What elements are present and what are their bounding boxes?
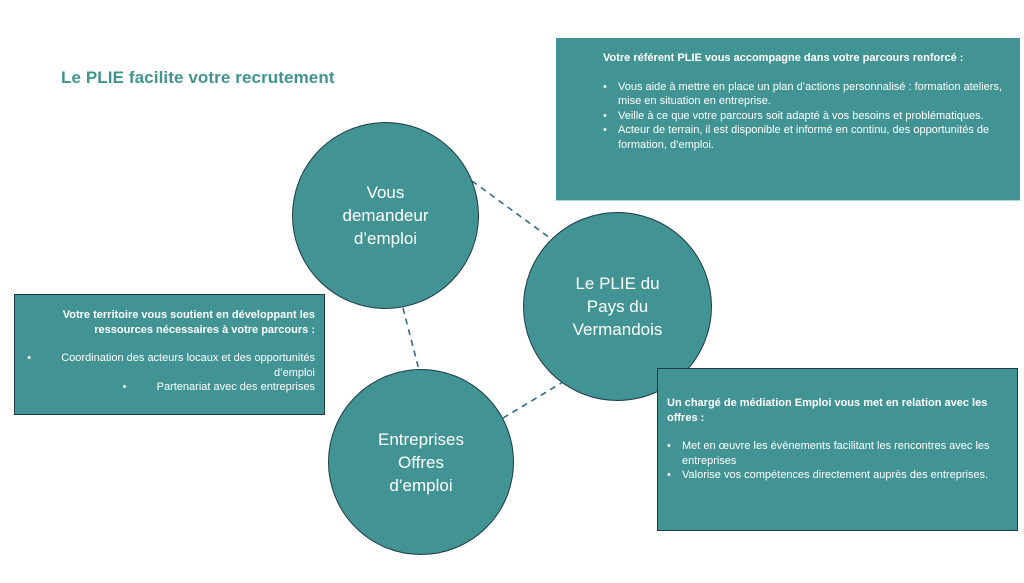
referent-list: Vous aide à mettre en place un plan d’ac… bbox=[603, 80, 1008, 153]
list-item: •Partenariat avec des entreprises bbox=[122, 381, 315, 393]
bullet-icon: • bbox=[122, 381, 127, 393]
connector-jobseeker-companies bbox=[402, 307, 420, 371]
circle-job-seeker: Vous demandeur d’emploi bbox=[292, 122, 479, 309]
territory-heading: Votre territoire vous soutient en dévelo… bbox=[62, 309, 315, 336]
referent-box: Votre référent PLIE vous accompagne dans… bbox=[556, 38, 1020, 201]
circle-plie: Le PLIE du Pays du Vermandois bbox=[523, 212, 712, 401]
list-item: •Coordination des acteurs locaux et des … bbox=[27, 352, 315, 379]
mediation-box: Un chargé de médiation Emploi vous met e… bbox=[657, 368, 1018, 531]
territory-list: •Coordination des acteurs locaux et des … bbox=[24, 351, 315, 395]
referent-heading: Votre référent PLIE vous accompagne dans… bbox=[603, 52, 964, 64]
circle-companies-label: Entreprises Offres d’emploi bbox=[378, 429, 464, 495]
territory-box: Votre territoire vous soutient en dévelo… bbox=[14, 294, 325, 415]
circle-plie-label: Le PLIE du Pays du Vermandois bbox=[572, 274, 663, 339]
list-item: Acteur de terrain, il est disponible et … bbox=[603, 123, 1008, 152]
mediation-list: Met en œuvre les évènements facilitant l… bbox=[667, 439, 1007, 483]
circle-companies: Entreprises Offres d’emploi bbox=[328, 369, 514, 555]
list-item: Met en œuvre les évènements facilitant l… bbox=[667, 439, 1007, 468]
connector-jobseeker-plie bbox=[471, 180, 551, 239]
circle-job-seeker-label: Vous demandeur d’emploi bbox=[342, 183, 429, 248]
list-item: Veille à ce que votre parcours soit adap… bbox=[603, 109, 1008, 124]
list-item: Valorise vos compétences directement aup… bbox=[667, 468, 1007, 483]
list-item: Vous aide à mettre en place un plan d’ac… bbox=[603, 80, 1008, 109]
page-title: Le PLIE facilite votre recrutement bbox=[61, 68, 335, 87]
mediation-heading: Un chargé de médiation Emploi vous met e… bbox=[667, 397, 988, 424]
connector-companies-plie bbox=[502, 381, 564, 419]
bullet-icon: • bbox=[27, 352, 32, 364]
